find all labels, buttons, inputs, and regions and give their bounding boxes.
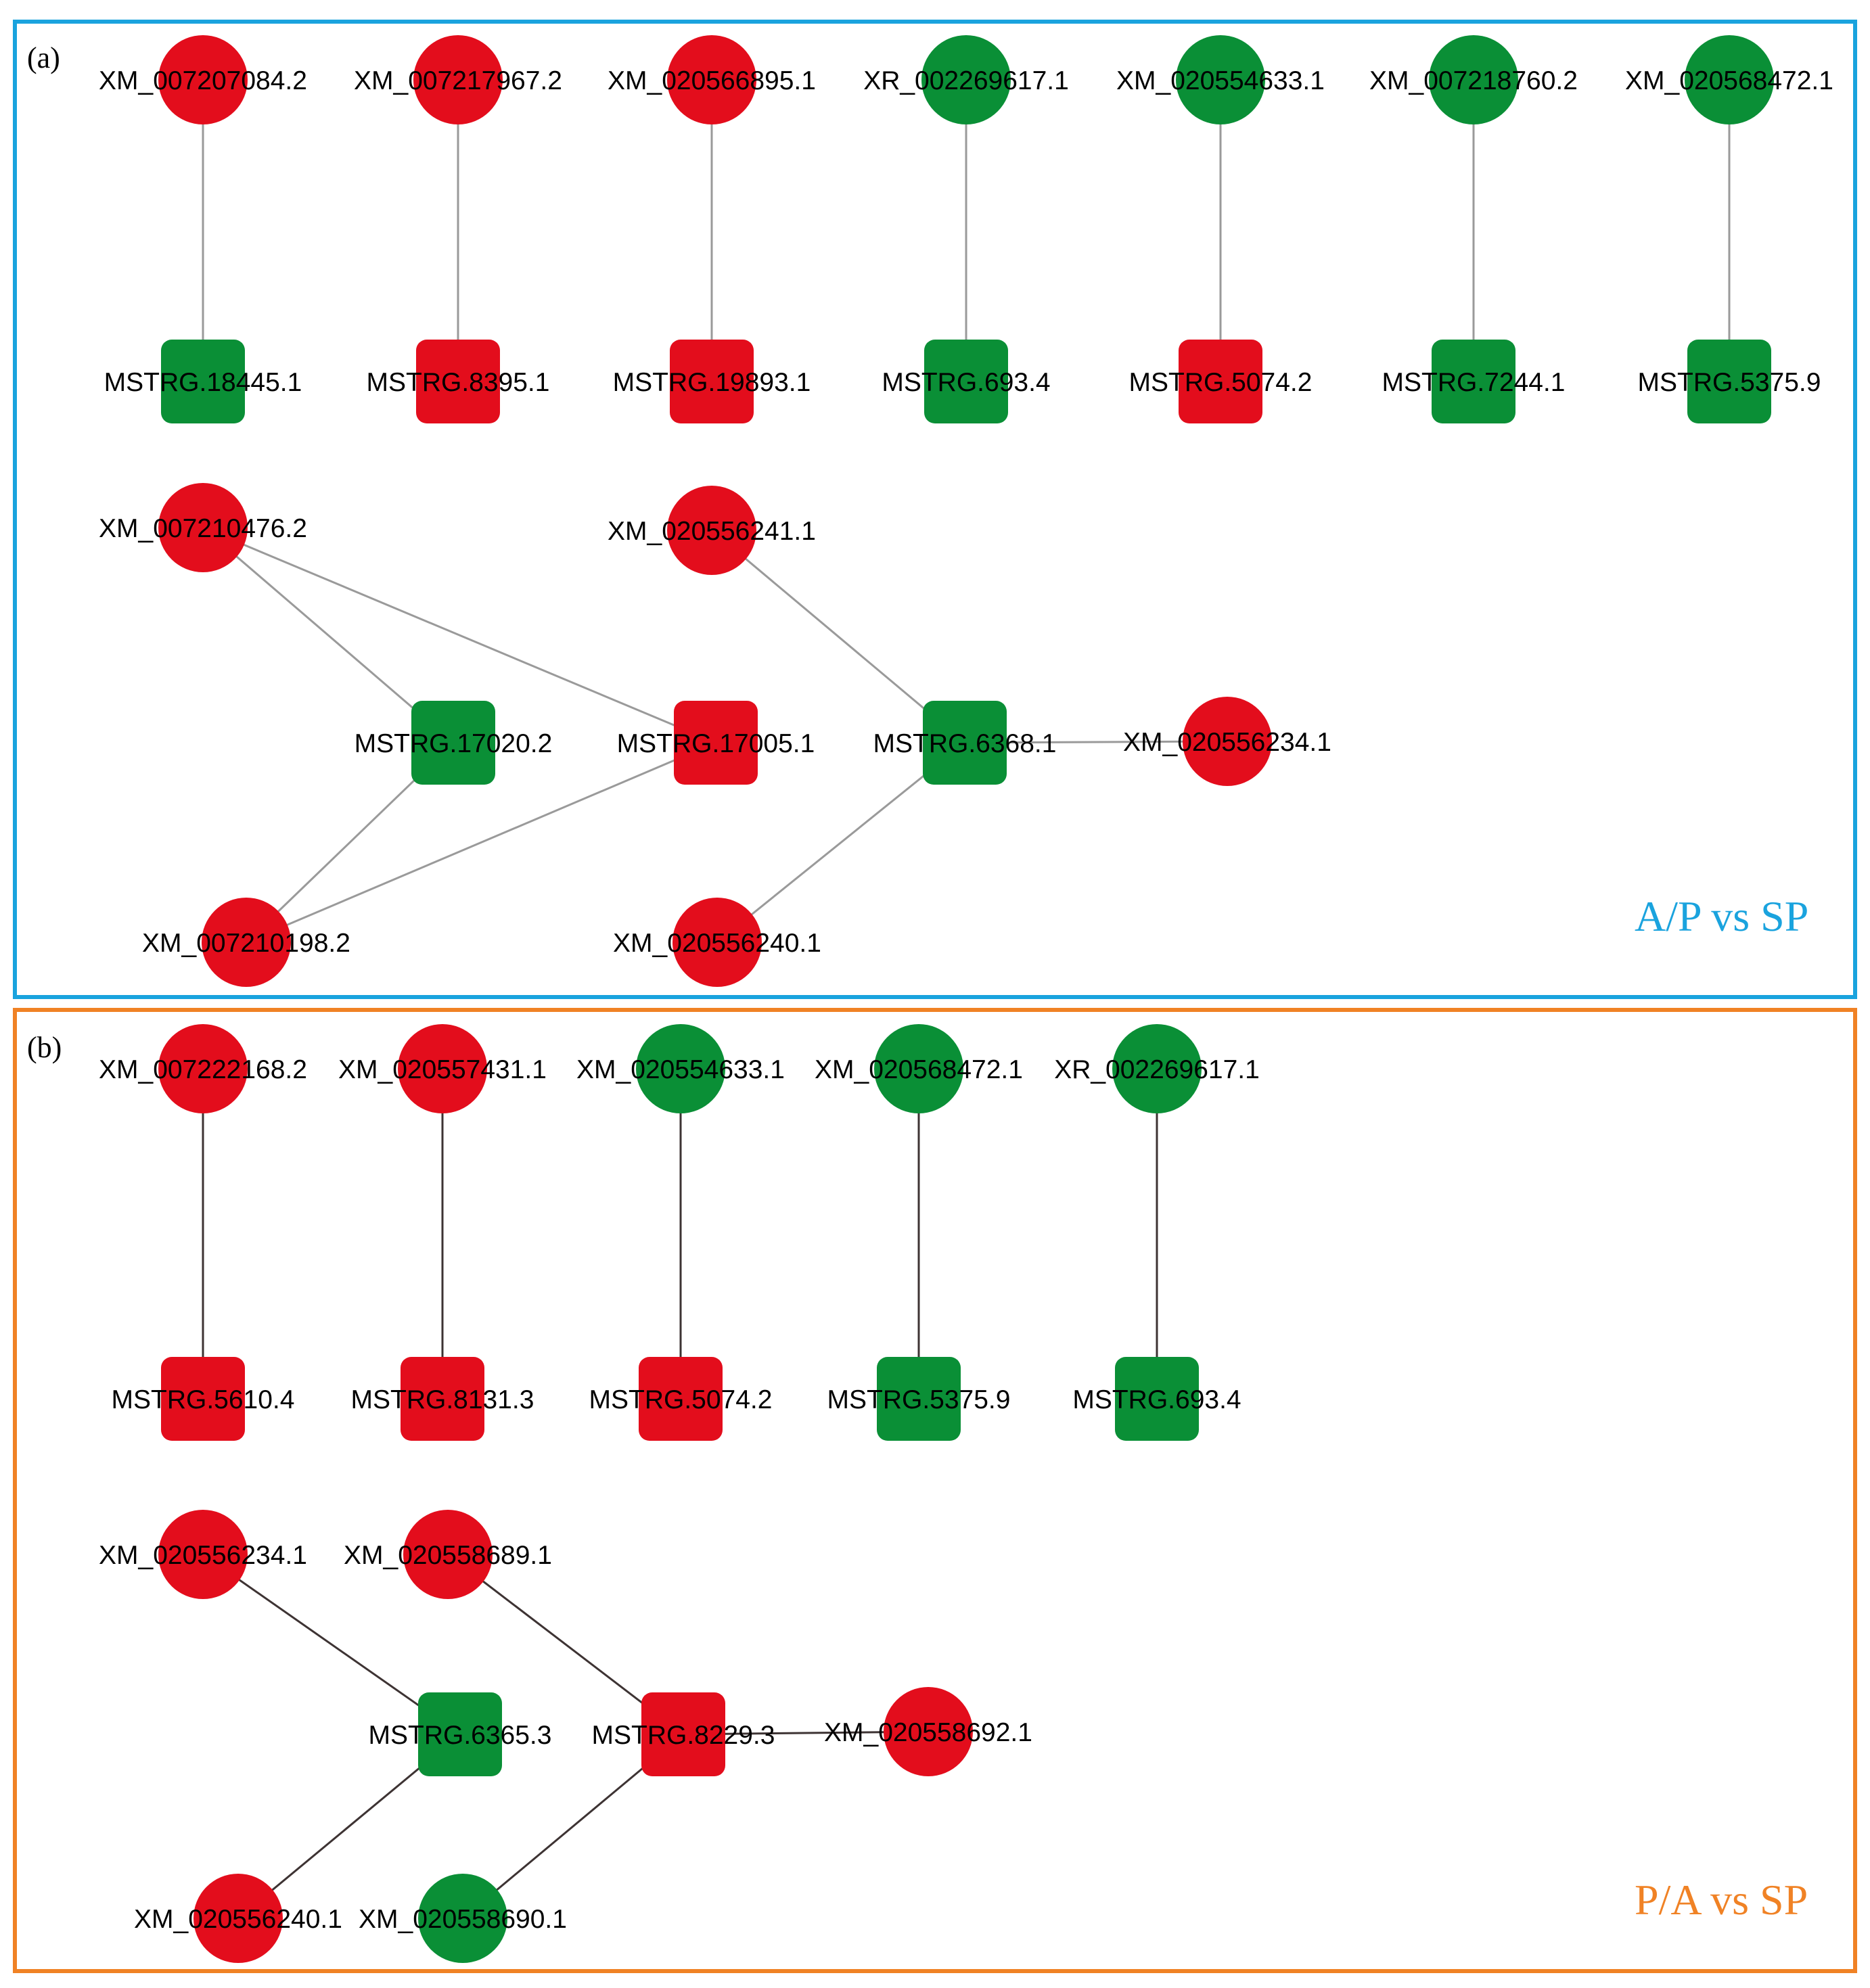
panel-a-nodes	[158, 35, 1774, 987]
lncrna-node-mstrg-8395-1	[416, 340, 500, 423]
panel-a-labels: XM_007207084.2 XM_007217967.2 XM_020566895…	[99, 66, 1833, 958]
node-label-xr-002269617-1: XR_002269617.1	[863, 66, 1069, 95]
node-label-mstrg-7244-1: MSTRG.7244.1	[1382, 368, 1566, 397]
node-label-xm-020556240-1: XM_020556240.1	[134, 1905, 342, 1934]
mrna-node-xm-020566895-1	[667, 35, 756, 124]
node-label-xm-020568472-1: XM_020568472.1	[1625, 66, 1833, 95]
node-label-xm-007210476-2: XM_007210476.2	[99, 514, 307, 543]
lncrna-node-mstrg-18445-1	[161, 340, 245, 423]
node-label-xm-007217967-2: XM_007217967.2	[354, 66, 562, 95]
lncrna-node-mstrg-693-4	[924, 340, 1008, 423]
panel-a-caption: A/P vs SP	[1635, 892, 1808, 940]
node-label-mstrg-5610-4: MSTRG.5610.4	[112, 1385, 295, 1414]
node-label-mstrg-5074-2: MSTRG.5074.2	[589, 1385, 773, 1414]
mrna-node-xm-020558689-1	[403, 1510, 493, 1599]
lncrna-node-mstrg-5375-9	[877, 1357, 961, 1441]
mrna-node-xm-007210198-2	[202, 898, 291, 987]
node-label-mstrg-6368-1: MSTRG.6368.1	[873, 729, 1057, 758]
node-label-mstrg-8229-3: MSTRG.8229.3	[592, 1721, 775, 1750]
node-label-xm-020558690-1: XM_020558690.1	[359, 1905, 567, 1934]
lncrna-node-mstrg-8229-3	[641, 1692, 725, 1776]
node-label-xr-002269617-1: XR_002269617.1	[1054, 1055, 1260, 1084]
edge-xm-007210476-2-to-mstrg-17005-1	[202, 526, 716, 744]
node-label-xm-020556240-1: XM_020556240.1	[613, 929, 821, 958]
lncrna-node-mstrg-6365-3	[418, 1692, 502, 1776]
mrna-node-xm-020556234-1	[1183, 697, 1272, 786]
mrna-node-xm-020556234-1	[158, 1510, 248, 1599]
mrna-node-xm-007207084-2	[158, 35, 248, 124]
node-label-mstrg-8131-3: MSTRG.8131.3	[351, 1385, 534, 1414]
node-label-mstrg-6365-3: MSTRG.6365.3	[369, 1721, 552, 1750]
edge-xm-020556241-1-to-mstrg-6368-1	[711, 529, 965, 744]
panel-a: XM_007207084.2 XM_007217967.2 XM_020566895…	[13, 20, 1857, 999]
lncrna-node-mstrg-5074-2	[639, 1357, 723, 1441]
panel-a-border	[13, 20, 1857, 999]
panel-b: XM_007222168.2 XM_020557431.1 XM_020554633…	[13, 1008, 1857, 1973]
mrna-node-xm-020568472-1	[1685, 35, 1774, 124]
node-label-mstrg-17005-1: MSTRG.17005.1	[617, 729, 815, 758]
lncrna-node-mstrg-6368-1	[923, 701, 1007, 785]
lncrna-node-mstrg-8131-3	[401, 1357, 484, 1441]
lncrna-node-mstrg-693-4	[1115, 1357, 1199, 1441]
mrna-node-xm-007222168-2	[158, 1024, 248, 1113]
panel-b-letter: (b)	[27, 1031, 62, 1064]
node-label-xm-020554633-1: XM_020554633.1	[576, 1055, 785, 1084]
panel-b-nodes	[158, 1024, 1202, 1963]
node-label-xm-007207084-2: XM_007207084.2	[99, 66, 307, 95]
panel-a-edges	[202, 80, 1731, 944]
node-label-xm-020554633-1: XM_020554633.1	[1116, 66, 1325, 95]
node-label-mstrg-17020-2: MSTRG.17020.2	[355, 729, 553, 758]
node-label-xm-020558692-1: XM_020558692.1	[824, 1718, 1032, 1747]
edge-xm-007210198-2-to-mstrg-17005-1	[246, 741, 716, 944]
mrna-node-xm-020556240-1	[193, 1874, 283, 1963]
mrna-node-xr-002269617-1	[921, 35, 1011, 124]
mrna-node-xm-020558690-1	[418, 1874, 507, 1963]
node-label-mstrg-19893-1: MSTRG.19893.1	[613, 368, 811, 397]
node-label-xm-020558689-1: XM_020558689.1	[344, 1541, 552, 1570]
node-label-mstrg-693-4: MSTRG.693.4	[1072, 1385, 1241, 1414]
mrna-node-xm-007210476-2	[158, 483, 248, 572]
node-label-mstrg-693-4: MSTRG.693.4	[882, 368, 1050, 397]
lncrna-node-mstrg-5375-9	[1687, 340, 1771, 423]
panel-b-labels: XM_007222168.2 XM_020557431.1 XM_020554633…	[99, 1055, 1260, 1934]
mrna-node-xm-007217967-2	[413, 35, 503, 124]
node-label-mstrg-18445-1: MSTRG.18445.1	[104, 368, 302, 397]
edge-xm-007210476-2-to-mstrg-17020-2	[202, 526, 454, 744]
lncrna-node-mstrg-5074-2	[1179, 340, 1262, 423]
mrna-node-xm-020554633-1	[636, 1024, 725, 1113]
node-label-xm-020557431-1: XM_020557431.1	[338, 1055, 547, 1084]
node-label-mstrg-8395-1: MSTRG.8395.1	[367, 368, 550, 397]
lncrna-node-mstrg-5610-4	[161, 1357, 245, 1441]
panel-a-letter: (a)	[27, 41, 60, 74]
node-label-xm-007222168-2: XM_007222168.2	[99, 1055, 307, 1084]
mrna-node-xm-020568472-1	[874, 1024, 963, 1113]
node-label-xm-020556241-1: XM_020556241.1	[608, 517, 816, 546]
node-label-mstrg-5375-9: MSTRG.5375.9	[1638, 368, 1821, 397]
mrna-node-xm-020556241-1	[667, 486, 756, 575]
mrna-node-xm-020554633-1	[1176, 35, 1265, 124]
lncrna-node-mstrg-17005-1	[674, 701, 758, 785]
node-label-xm-020556234-1: XM_020556234.1	[1123, 728, 1331, 757]
node-label-xm-020566895-1: XM_020566895.1	[608, 66, 816, 95]
mrna-node-xr-002269617-1	[1112, 1024, 1202, 1113]
node-label-mstrg-5074-2: MSTRG.5074.2	[1129, 368, 1313, 397]
mrna-node-xm-020557431-1	[398, 1024, 487, 1113]
node-label-xm-020556234-1: XM_020556234.1	[99, 1541, 307, 1570]
mrna-node-xm-007218760-2	[1429, 35, 1518, 124]
lncrna-node-mstrg-19893-1	[670, 340, 754, 423]
panel-b-edges	[202, 1069, 1158, 1920]
node-label-mstrg-5375-9: MSTRG.5375.9	[827, 1385, 1011, 1414]
panel-b-caption: P/A vs SP	[1635, 1876, 1808, 1924]
edge-xm-020556234-1-to-mstrg-6365-3	[202, 1553, 461, 1736]
node-label-xm-007218760-2: XM_007218760.2	[1369, 66, 1578, 95]
mrna-node-xm-020558692-1	[884, 1687, 973, 1776]
node-label-xm-007210198-2: XM_007210198.2	[142, 929, 350, 958]
node-label-xm-020568472-1: XM_020568472.1	[815, 1055, 1023, 1084]
lncrna-node-mstrg-17020-2	[411, 701, 495, 785]
mrna-node-xm-020556240-1	[672, 898, 762, 987]
lncrna-node-mstrg-7244-1	[1432, 340, 1515, 423]
panel-b-border	[13, 1008, 1857, 1973]
